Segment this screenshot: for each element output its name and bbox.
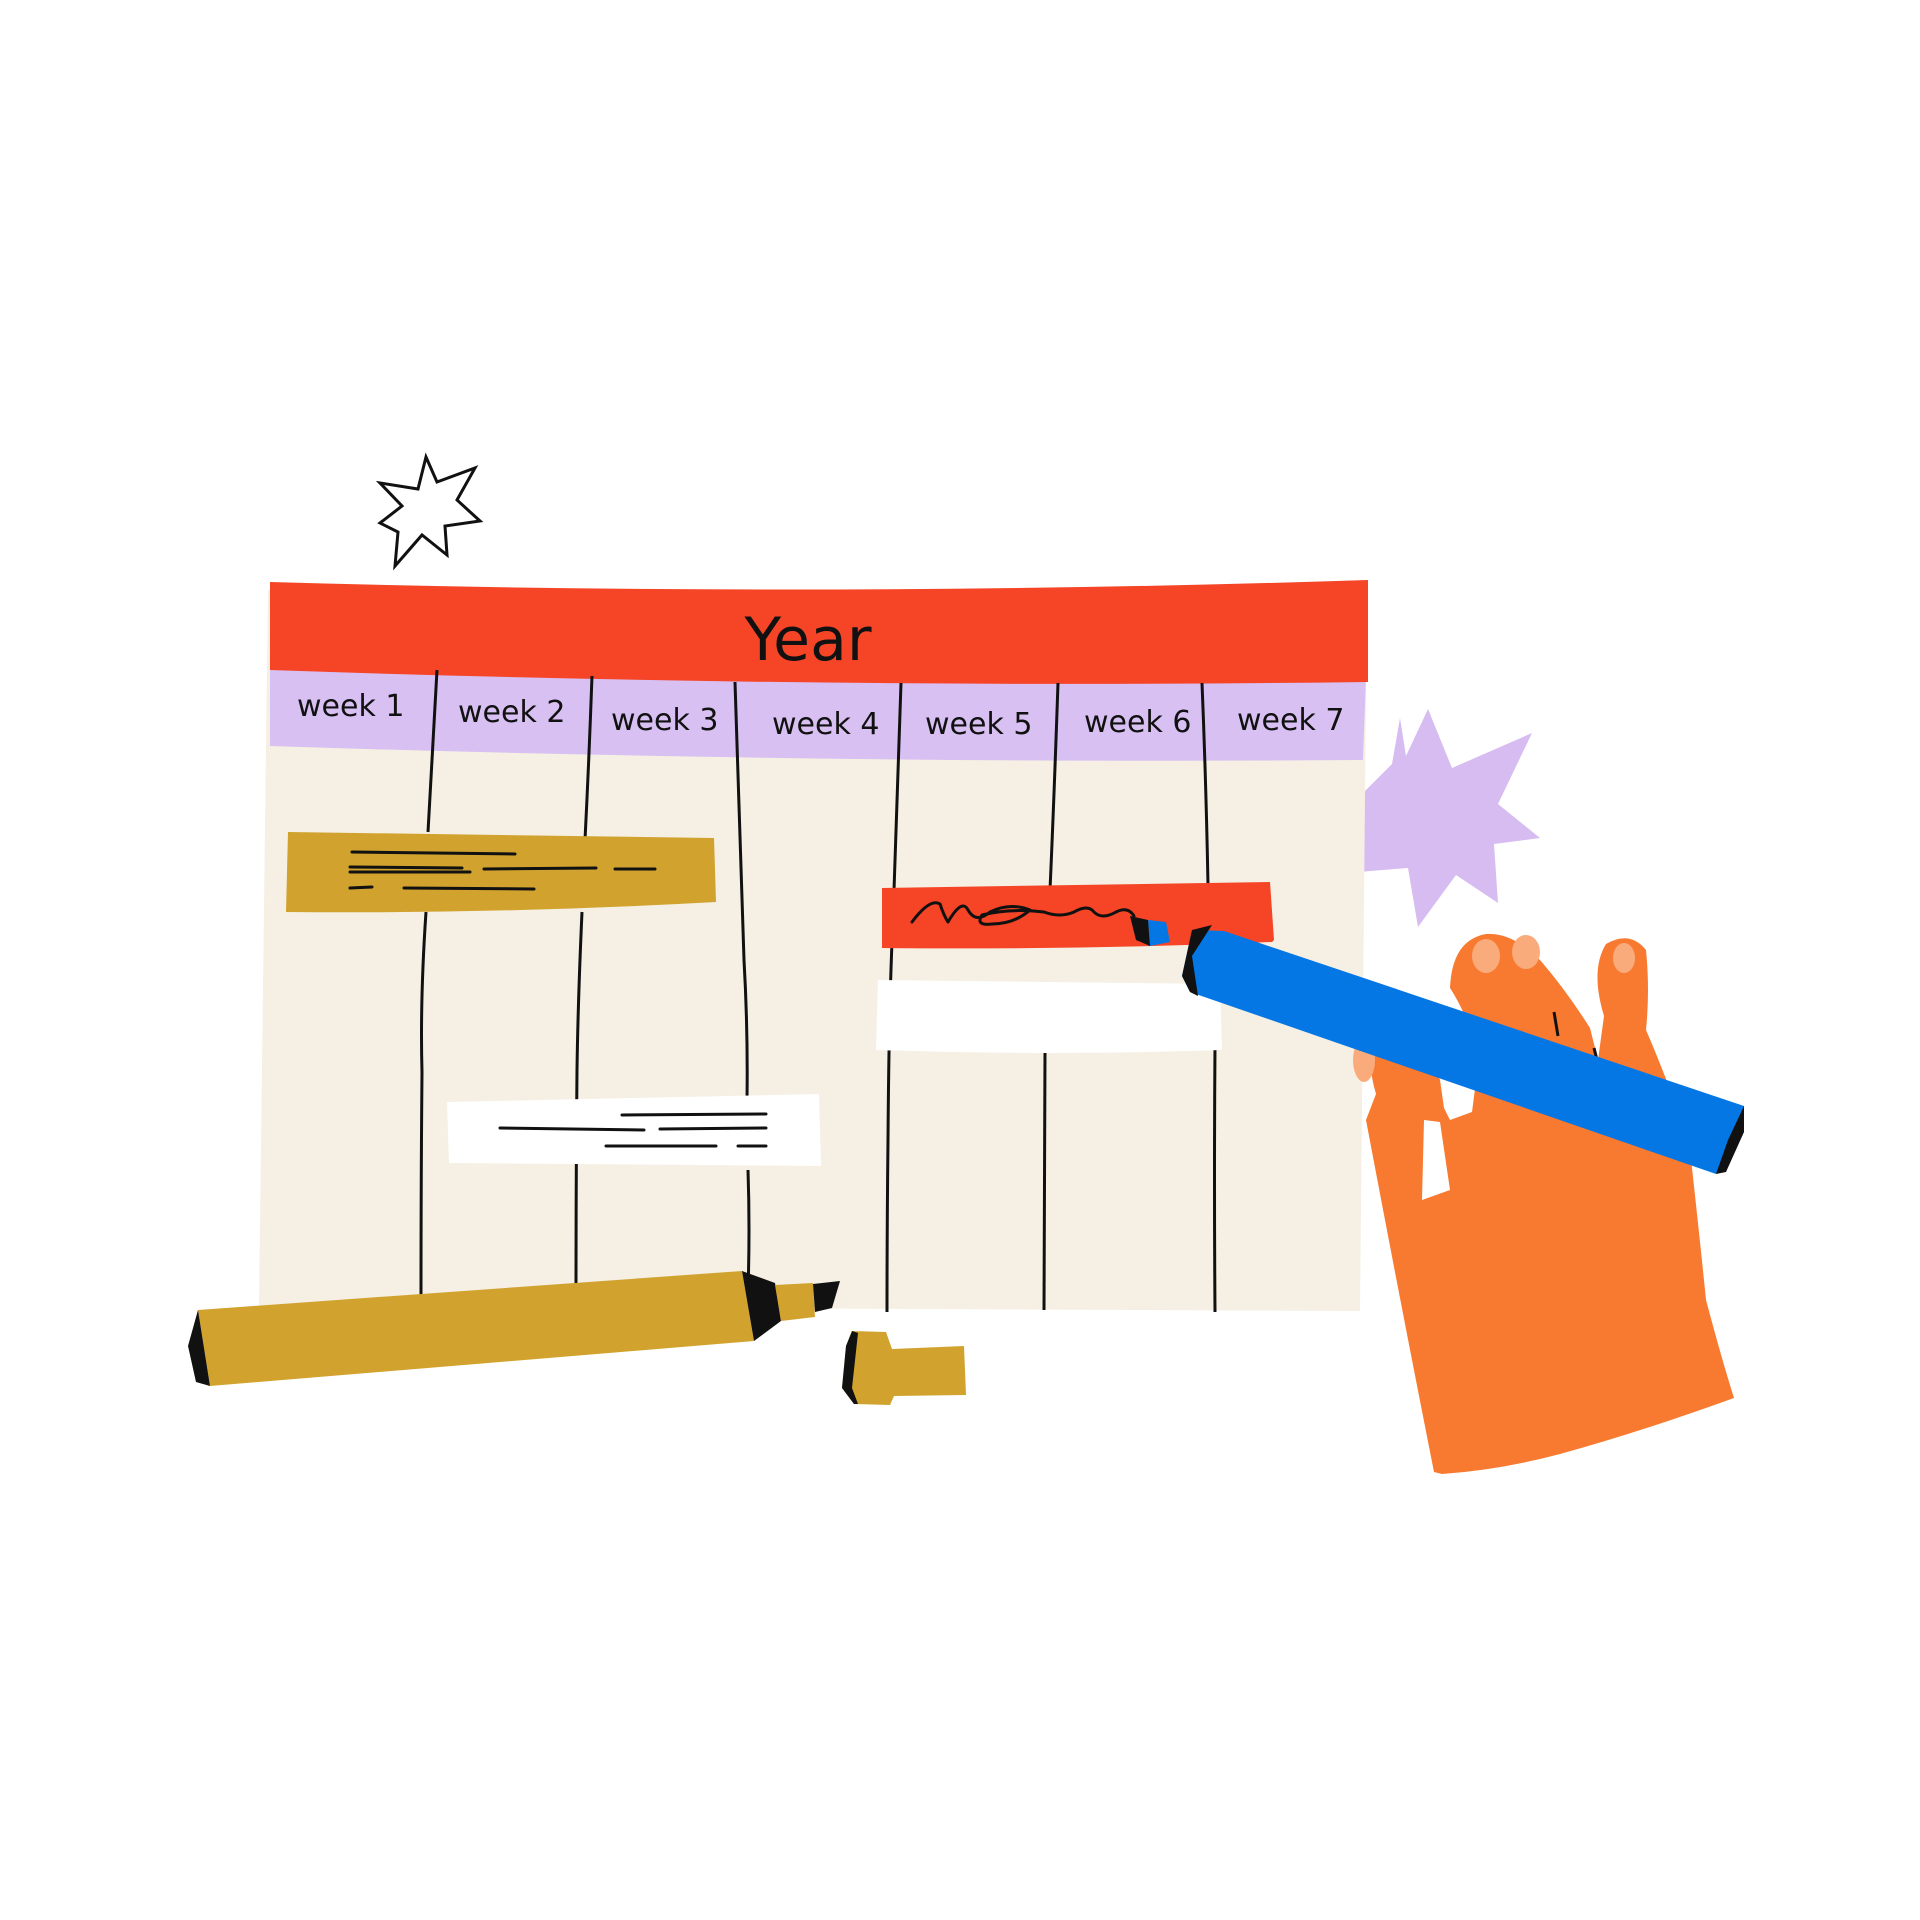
week-label: week 6 <box>1084 705 1191 740</box>
week-label: week 2 <box>458 695 565 730</box>
task-note-white <box>447 1094 821 1166</box>
marker-icon <box>1130 916 1744 1174</box>
handwriting-scribble <box>910 901 1136 926</box>
week-label: week 1 <box>297 689 404 724</box>
sparkle-filled-icon <box>1358 709 1540 927</box>
year-title: Year <box>743 605 871 675</box>
week-label: week 7 <box>1237 703 1344 738</box>
week-label: week 4 <box>772 707 879 742</box>
planner-board: Year week 1 week 2 week 3 week 4 week 5 … <box>259 580 1368 1313</box>
week-band <box>270 668 1366 761</box>
marker-cap-icon <box>842 1331 966 1405</box>
task-note-gold <box>286 832 716 913</box>
year-header <box>270 580 1368 684</box>
week-label: week 5 <box>925 707 1032 742</box>
task-note-red <box>882 882 1274 949</box>
week-label: week 3 <box>611 703 718 738</box>
task-note-blank <box>876 980 1222 1053</box>
marker-icon <box>188 1271 840 1386</box>
week-labels: week 1 week 2 week 3 week 4 week 5 week … <box>297 689 1344 742</box>
sparkle-outline-icon <box>375 452 484 571</box>
